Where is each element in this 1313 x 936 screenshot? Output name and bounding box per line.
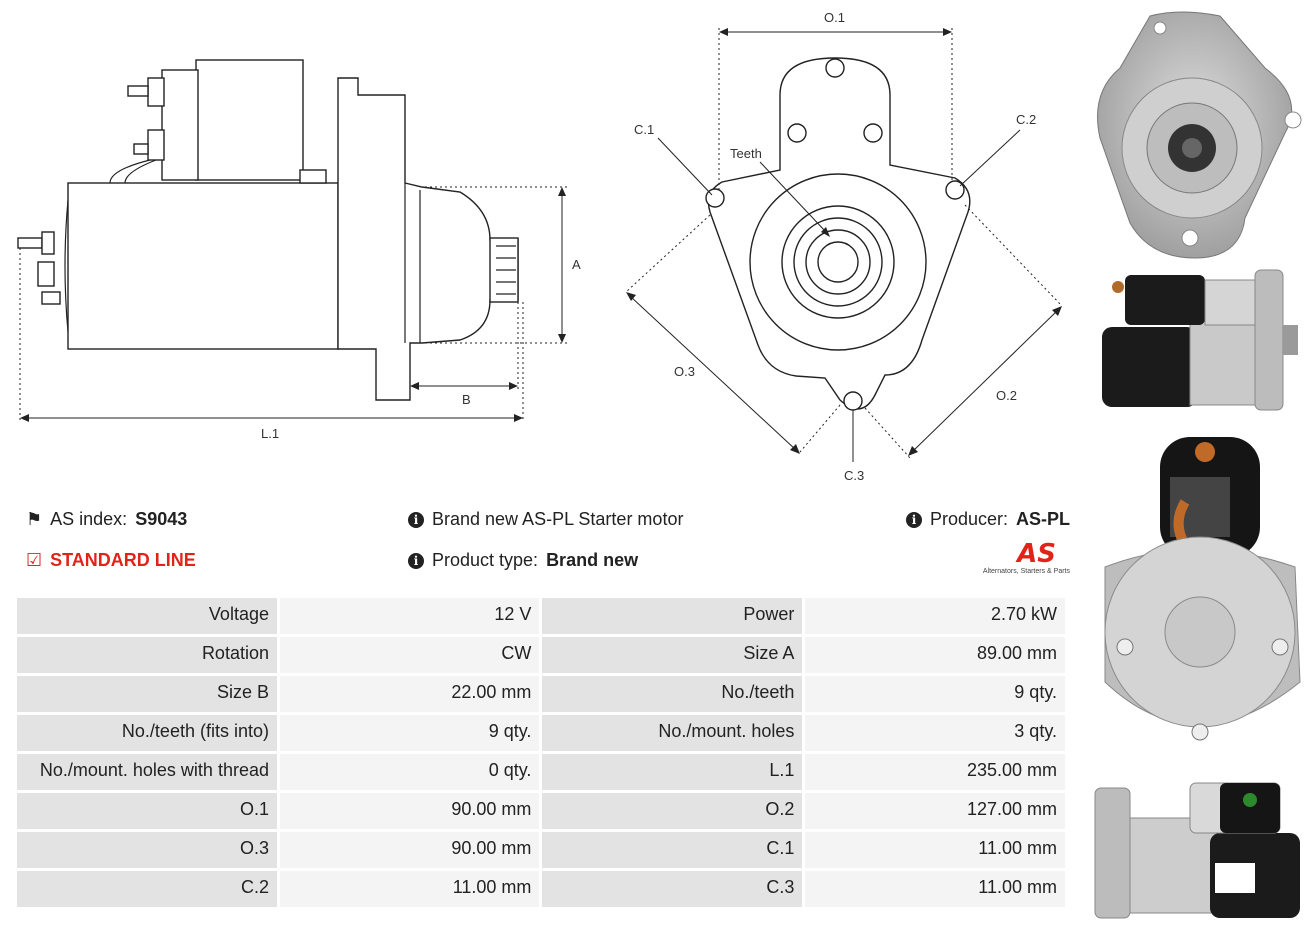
spec-value: 12 V	[279, 598, 540, 634]
as-index-label: AS index:	[50, 509, 128, 529]
front-view-drawing: Teeth O.1 C.1 C.2 C.3 O.3 O.2	[625, 10, 1063, 483]
spec-value: 127.00 mm	[805, 793, 1065, 829]
logo-mark: AS	[1017, 539, 1056, 569]
as-index-value: S9043	[135, 509, 188, 529]
spec-key: Voltage	[17, 598, 277, 634]
spec-key: O.3	[17, 832, 277, 868]
description-text: Brand new AS-PL Starter motor	[432, 509, 684, 529]
spec-key: No./mount. holes with thread	[17, 754, 277, 790]
dim-c3-label: C.3	[844, 468, 864, 483]
photo-rear-view[interactable]	[1090, 432, 1305, 767]
producer-label: Producer:	[930, 509, 1009, 529]
spec-key: Rotation	[17, 637, 277, 673]
spec-key: Size A	[542, 637, 803, 673]
info-icon: i	[408, 511, 424, 528]
dim-l1-label: L.1	[261, 426, 279, 441]
spec-key: No./mount. holes	[542, 715, 803, 751]
info-icon: i	[408, 552, 424, 569]
checkbox-icon: ☑	[26, 550, 43, 570]
spec-value: 90.00 mm	[279, 832, 540, 868]
standard-line-label: STANDARD LINE	[50, 550, 196, 570]
spec-value: 3 qty.	[805, 715, 1065, 751]
spec-row: No./teeth (fits into)9 qty.No./mount. ho…	[17, 715, 1065, 751]
spec-key: C.1	[542, 832, 803, 868]
description-row: i Brand new AS-PL Starter motor	[408, 509, 683, 530]
product-type-label: Product type:	[432, 550, 539, 570]
producer-row: i Producer: AS-PL	[906, 509, 1070, 530]
dim-b-label: B	[462, 392, 471, 407]
product-type-row: i Product type: Brand new	[408, 550, 638, 571]
spec-key: C.2	[17, 871, 277, 907]
photo-front-flange[interactable]	[1090, 8, 1305, 263]
side-view-drawing: A B L.1	[17, 59, 581, 441]
teeth-label: Teeth	[730, 146, 762, 161]
spec-value: 2.70 kW	[805, 598, 1065, 634]
spec-value: 11.00 mm	[279, 871, 540, 907]
product-type-value: Brand new	[546, 550, 639, 570]
spec-value: 9 qty.	[279, 715, 540, 751]
spec-key: No./teeth (fits into)	[17, 715, 277, 751]
dim-o3-label: O.3	[674, 364, 695, 379]
dim-o1-label: O.1	[824, 10, 845, 25]
logo-tagline: Alternators, Starters & Parts	[982, 568, 1070, 575]
spec-value: 22.00 mm	[279, 676, 540, 712]
spec-value: 11.00 mm	[805, 832, 1065, 868]
spec-key: O.2	[542, 793, 803, 829]
spec-value: 9 qty.	[805, 676, 1065, 712]
spec-value: 90.00 mm	[279, 793, 540, 829]
spec-key: Size B	[17, 676, 277, 712]
spec-value: 235.00 mm	[805, 754, 1065, 790]
spec-value: 0 qty.	[279, 754, 540, 790]
standard-line-row: ☑ STANDARD LINE	[26, 550, 196, 571]
spec-key: Power	[542, 598, 803, 634]
as-index-row: ⚑ AS index: S9043	[26, 509, 187, 530]
as-pl-logo: AS Alternators, Starters & Parts	[966, 540, 1070, 584]
spec-key: O.1	[17, 793, 277, 829]
tags-icon: ⚑	[26, 509, 43, 529]
producer-value: AS-PL	[1016, 509, 1071, 529]
spec-value: 89.00 mm	[805, 637, 1065, 673]
dim-a-label: A	[572, 257, 581, 272]
photo-solenoid-side[interactable]	[1090, 778, 1305, 928]
info-icon: i	[906, 511, 922, 528]
dim-o2-label: O.2	[996, 388, 1017, 403]
dim-c1-label: C.1	[634, 122, 654, 137]
photo-side-view[interactable]	[1090, 265, 1305, 415]
dim-c2-label: C.2	[1016, 112, 1036, 127]
spec-value: 11.00 mm	[805, 871, 1065, 907]
spec-key: L.1	[542, 754, 803, 790]
spec-value: CW	[279, 637, 540, 673]
spec-key: No./teeth	[542, 676, 803, 712]
spec-key: C.3	[542, 871, 803, 907]
